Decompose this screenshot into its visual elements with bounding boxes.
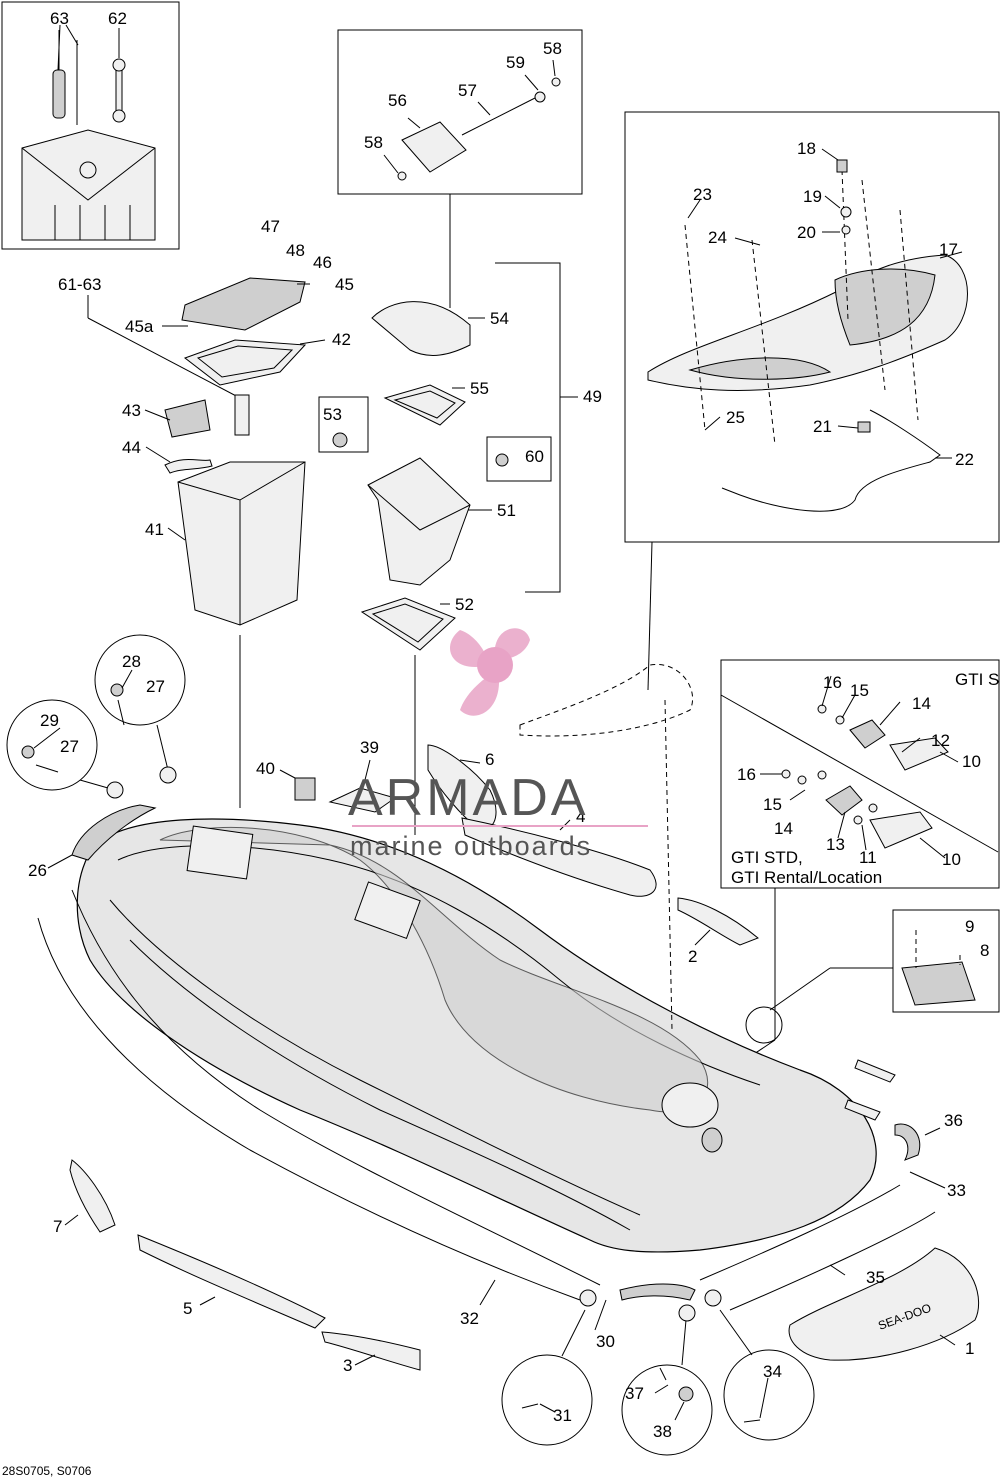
callout-18: 18: [797, 139, 816, 158]
callout-7: 7: [53, 1217, 62, 1236]
storage-group: [144, 262, 578, 835]
callout-5: 5: [183, 1299, 192, 1318]
callout-60: 60: [525, 447, 544, 466]
callout-26: 26: [28, 861, 47, 880]
callout-52: 52: [455, 595, 474, 614]
callout-39: 39: [360, 738, 379, 757]
callout-45a: 45a: [125, 317, 154, 336]
callout-27-b: 27: [60, 737, 79, 756]
document-code: 28S0705, S0706: [2, 1464, 92, 1478]
glovebox-lid-group: [337, 29, 583, 265]
callout-48: 48: [286, 241, 305, 260]
callout-20: 20: [797, 223, 816, 242]
callout-33: 33: [947, 1181, 966, 1200]
callout-43: 43: [122, 401, 141, 420]
callout-61-63: 61-63: [58, 275, 101, 294]
watermark-tagline: marine outboards: [350, 831, 592, 861]
callout-59: 59: [506, 53, 525, 72]
callout-14-mid: 14: [774, 819, 793, 838]
callout-15-mid: 15: [763, 795, 782, 814]
callout-63: 63: [50, 9, 69, 28]
callout-49: 49: [583, 387, 602, 406]
callout-36: 36: [944, 1111, 963, 1130]
callout-6: 6: [485, 750, 494, 769]
callout-29: 29: [40, 711, 59, 730]
callout-19: 19: [803, 187, 822, 206]
callout-58-top: 58: [543, 39, 562, 58]
callout-22: 22: [955, 450, 974, 469]
callout-55: 55: [470, 379, 489, 398]
detail-circles: [6, 634, 956, 1456]
callout-24: 24: [708, 228, 727, 247]
callout-44: 44: [122, 438, 141, 457]
callout-17: 17: [939, 240, 958, 259]
callout-3: 3: [343, 1356, 352, 1375]
callout-38: 38: [653, 1422, 672, 1441]
callout-31: 31: [553, 1406, 572, 1425]
armada-watermark: ARMADA marine outboards: [348, 628, 648, 861]
tow-hook-group: [720, 659, 1000, 1071]
callout-11: 11: [859, 848, 877, 867]
callout-42: 42: [332, 330, 351, 349]
callout-57: 57: [458, 81, 477, 100]
callout-13: 13: [826, 835, 845, 854]
callout-12: 12: [931, 731, 950, 750]
callout-41: 41: [145, 520, 164, 539]
callout-16-mid: 16: [737, 765, 756, 784]
callout-1: 1: [965, 1339, 974, 1358]
reflector-group: [769, 909, 1000, 1013]
deck-handle-group: [624, 111, 1000, 691]
callout-14-top: 14: [912, 694, 931, 713]
callout-4: 4: [576, 807, 585, 826]
watermark-brand: ARMADA: [348, 769, 588, 827]
callout-54: 54: [490, 309, 509, 328]
callout-35: 35: [866, 1268, 885, 1287]
callout-53: 53: [323, 405, 342, 424]
label-gti-std: GTI STD,: [731, 848, 803, 867]
callout-2: 2: [688, 947, 697, 966]
hull-body: SEA-DOO: [37, 664, 980, 1371]
callout-62: 62: [108, 9, 127, 28]
callout-9: 9: [965, 917, 974, 936]
callout-16-top: 16: [823, 673, 842, 692]
callout-47: 47: [261, 217, 280, 236]
callout-40: 40: [256, 759, 275, 778]
callout-23: 23: [693, 185, 712, 204]
callout-51: 51: [497, 501, 516, 520]
callout-28: 28: [122, 652, 141, 671]
callout-25: 25: [726, 408, 745, 427]
callout-10-top: 10: [962, 752, 981, 771]
callout-45: 45: [335, 275, 354, 294]
label-gti-se: GTI SE: [955, 670, 1000, 689]
callout-10-bottom: 10: [942, 850, 961, 869]
callout-27-a: 27: [146, 677, 165, 696]
callout-8: 8: [980, 941, 989, 960]
callout-15-top: 15: [850, 681, 869, 700]
tool-kit-group: [1, 1, 241, 399]
callout-46: 46: [313, 253, 332, 272]
label-gti-rental: GTI Rental/Location: [731, 868, 882, 887]
callout-labels: 63 62 61-63 58 59 57 56 58 47 48 46 45 4…: [2, 9, 1000, 1478]
propeller-icon: [450, 628, 530, 716]
callout-58-left: 58: [364, 133, 383, 152]
callout-21: 21: [813, 417, 832, 436]
callout-37: 37: [625, 1384, 644, 1403]
callout-30: 30: [596, 1332, 615, 1351]
callout-56: 56: [388, 91, 407, 110]
callout-34: 34: [763, 1362, 782, 1381]
callout-32: 32: [460, 1309, 479, 1328]
